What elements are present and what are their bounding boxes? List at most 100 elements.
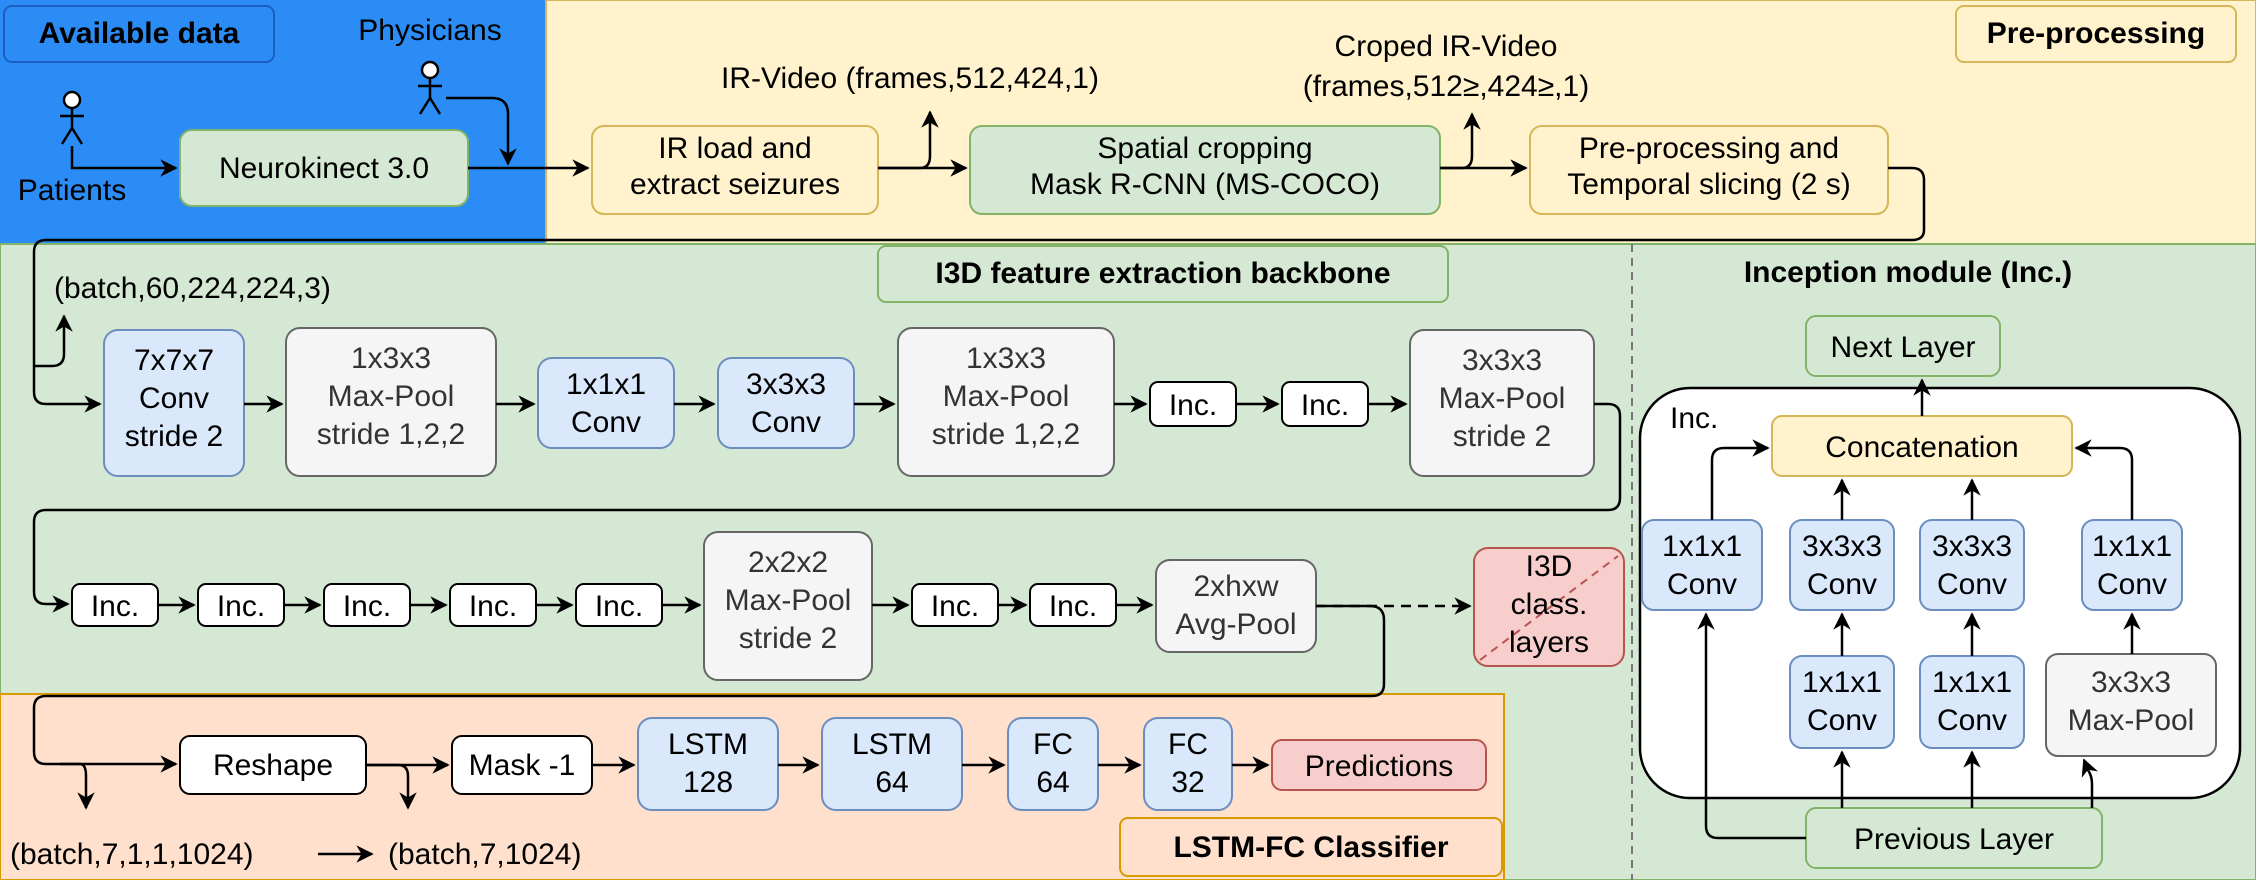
mask-label: Mask -1	[469, 749, 576, 782]
lstm128-line1: LSTM	[668, 728, 748, 761]
ir-load-line2: extract seizures	[630, 168, 840, 201]
pool1-node	[285, 327, 497, 477]
spatial-crop-line1: Spatial cropping	[1097, 132, 1312, 165]
available-data-title: Available data	[39, 17, 240, 50]
fc32-line2: 32	[1171, 766, 1204, 799]
temporal-line1: Pre-processing and	[1579, 132, 1839, 165]
concatenation-label: Concatenation	[1825, 431, 2018, 464]
inc-branch3-bottom-line2: Conv	[1937, 704, 2007, 737]
temporal-line2: Temporal slicing (2 s)	[1567, 168, 1850, 201]
inc-7-label: Inc.	[1049, 590, 1097, 623]
fc64-line2: 64	[1036, 766, 1069, 799]
svg-text:Croped IR-Video(frames,512≥,42: Croped IR-Video(frames,512≥,424≥,1)	[1303, 30, 1589, 103]
i3d-class-line2: class.	[1511, 588, 1588, 621]
inc-b-label: Inc.	[1301, 389, 1349, 422]
avgpool-line1: 2xhxw	[1193, 570, 1278, 603]
conv3-line1: 3x3x3	[746, 368, 826, 401]
reshape-label: Reshape	[213, 749, 333, 782]
inc-branch4-top-line1: 1x1x1	[2092, 530, 2172, 563]
inc-1-label: Inc.	[91, 590, 139, 623]
next-layer-label: Next Layer	[1830, 331, 1975, 364]
inc-branch2-top-line2: Conv	[1807, 568, 1877, 601]
temporal-slicing-node	[1529, 125, 1889, 215]
i3d-class-line1: I3D	[1526, 550, 1573, 583]
inc-branch2-top-line1: 3x3x3	[1802, 530, 1882, 563]
ir-load-line1: IR load and	[658, 132, 811, 165]
pool1-line1: 1x3x3	[351, 342, 431, 375]
pool2-node	[897, 327, 1115, 477]
conv3-line2: Conv	[751, 406, 821, 439]
batch-after-reshape-label: (batch,7,1024)	[388, 838, 581, 871]
ir-load-node	[591, 125, 879, 215]
previous-layer-label: Previous Layer	[1854, 823, 2054, 856]
inc-branch1-line2: Conv	[1667, 568, 1737, 601]
spatial-crop-node	[969, 125, 1441, 215]
conv7-line3: stride 2	[125, 420, 223, 453]
pool4-line3: stride 2	[739, 622, 837, 655]
spatial-crop-line2: Mask R-CNN (MS-COCO)	[1030, 168, 1380, 201]
inc-branch3-top-line1: 3x3x3	[1932, 530, 2012, 563]
cropped-video-line2: (frames,512≥,424≥,1)	[1303, 70, 1589, 103]
inc-branch1-conv-node	[1641, 519, 1763, 611]
inc-6-label: Inc.	[931, 590, 979, 623]
i3d-backbone-title: I3D feature extraction backbone	[935, 257, 1390, 290]
inception-arrows	[1697, 378, 2141, 840]
i3d-class-line3: layers	[1509, 626, 1589, 659]
inc-branch3-top-line2: Conv	[1937, 568, 2007, 601]
batch-before-reshape-label: (batch,7,1,1,1024)	[10, 838, 254, 871]
inc-branch4-bottom-line1: 3x3x3	[2091, 666, 2171, 699]
inc-4-label: Inc.	[469, 590, 517, 623]
patients-label: Patients	[18, 174, 126, 207]
inception-module-title: Inception module (Inc.)	[1744, 256, 2072, 289]
pool3-line2: Max-Pool	[1439, 382, 1566, 415]
inc-branch3-bottom-line1: 1x1x1	[1932, 666, 2012, 699]
lstm64-line1: LSTM	[852, 728, 932, 761]
preprocessing-arrows	[32, 96, 1926, 413]
backbone-row1-arrows	[32, 395, 1622, 613]
neurokinect-label: Neurokinect 3.0	[219, 152, 429, 185]
patient-actor-icon	[60, 90, 84, 145]
next-layer-node	[1805, 315, 2001, 377]
fc64-line1: FC	[1033, 728, 1073, 761]
conv7-line2: Conv	[139, 382, 209, 415]
pool2-line2: Max-Pool	[943, 380, 1070, 413]
inc-branch2-bottom-line2: Conv	[1807, 704, 1877, 737]
predictions-node	[1271, 739, 1487, 791]
avgpool-line2: Avg-Pool	[1175, 608, 1296, 641]
pool1-line2: Max-Pool	[328, 380, 455, 413]
preprocessing-title: Pre-processing	[1987, 17, 2205, 50]
i3d-class-strike	[1479, 555, 1619, 661]
pool1-line3: stride 1,2,2	[317, 418, 465, 451]
pool2-line1: 1x3x3	[966, 342, 1046, 375]
inc-branch4-top-line2: Conv	[2097, 568, 2167, 601]
pool2-line3: stride 1,2,2	[932, 418, 1080, 451]
ir-video-shape-label: IR-Video (frames,512,424,1)	[721, 62, 1099, 95]
inc-5-label: Inc.	[595, 590, 643, 623]
lstm-classifier-title: LSTM-FC Classifier	[1173, 831, 1448, 864]
batch-input-shape-label: (batch,60,224,224,3)	[54, 272, 331, 305]
pool3-line3: stride 2	[1453, 420, 1551, 453]
